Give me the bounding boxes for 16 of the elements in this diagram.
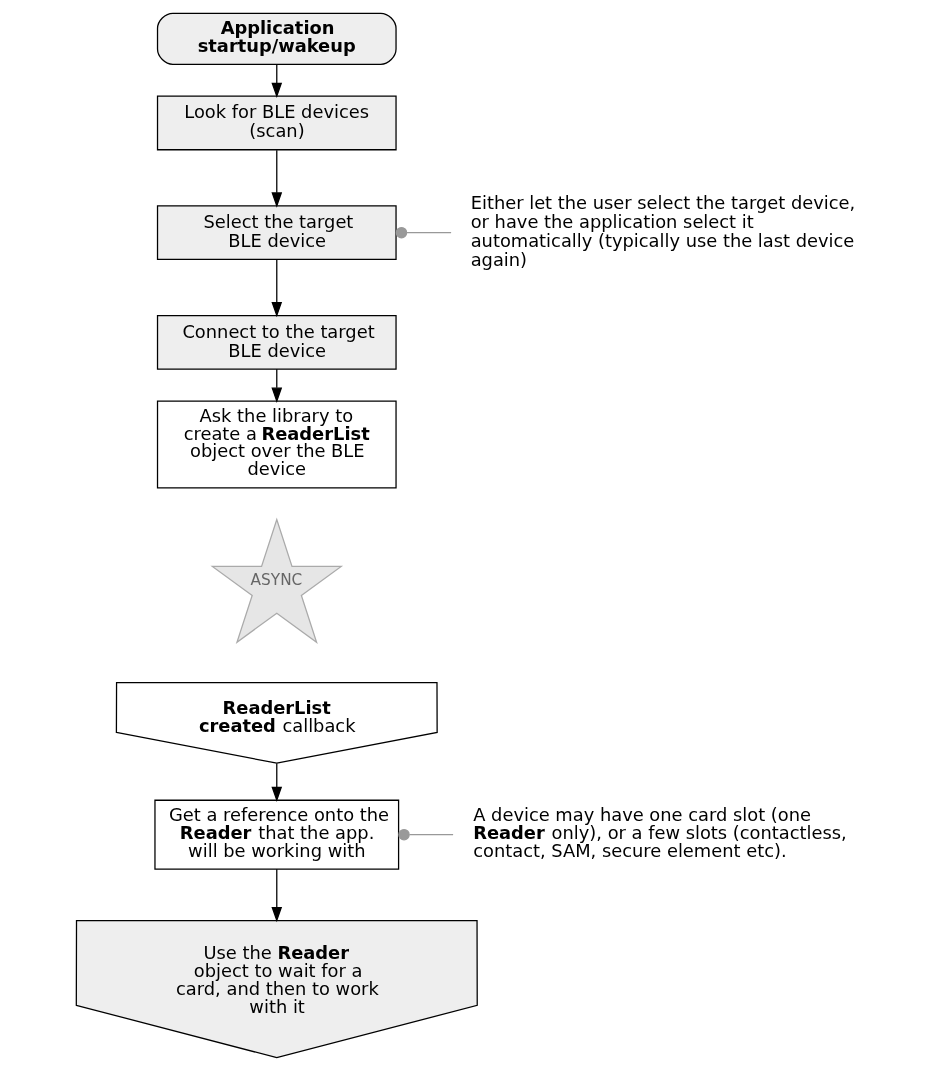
connector xyxy=(398,828,454,841)
node-box: Get a reference onto the Reader that the app. will be working with xyxy=(154,799,400,870)
arrow xyxy=(271,259,283,318)
node-box: Application startup/wakeup xyxy=(156,12,397,65)
node-text: Either let the user select the target device, or have the application select it automatically (typically use the last device again) xyxy=(470,191,856,271)
arrow xyxy=(271,868,283,923)
node-box: Select the target BLE device xyxy=(156,205,397,261)
arrow xyxy=(271,63,283,99)
arrow xyxy=(271,149,283,208)
node-text: A device may have one card slot (one Reader only), or a few slots (contactless, contact, SAM, secure element etc). xyxy=(473,803,847,861)
connector xyxy=(395,226,452,239)
arrow xyxy=(271,368,283,403)
node-box: Look for BLE devices (scan) xyxy=(156,95,397,151)
arrow xyxy=(271,762,283,802)
node-box: Ask the library to create a ReaderList object over the BLE device xyxy=(156,400,397,489)
node-box: Connect to the target BLE device xyxy=(156,314,397,370)
